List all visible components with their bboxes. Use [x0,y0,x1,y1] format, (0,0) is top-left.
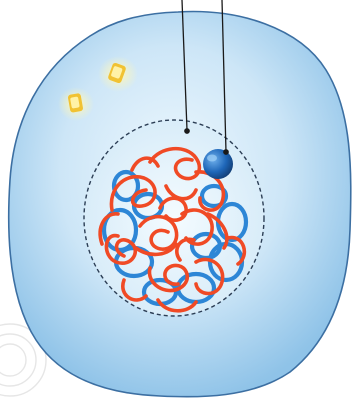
organelle-icon [98,56,138,92]
organelle-icon [58,87,94,121]
nucleolus-icon [203,149,233,179]
